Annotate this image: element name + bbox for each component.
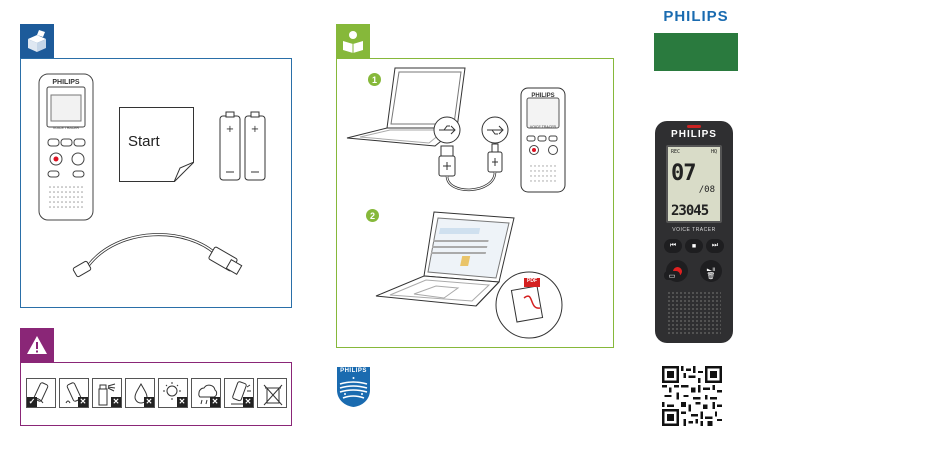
fast-forward-button-icon: ⏭ xyxy=(706,239,724,253)
warning-tile-sun: ✕ xyxy=(158,378,188,408)
connect-usb-illustration xyxy=(345,66,605,196)
warning-tile-cleaning: ✓ xyxy=(26,378,56,408)
delete-button-icon: 🗑 xyxy=(703,271,719,280)
stop-button-icon: ■ xyxy=(685,239,703,253)
crossed-bin-icon xyxy=(258,379,287,408)
warning-tile-rain: ✕ xyxy=(191,378,221,408)
recorder-brand: PHILIPS xyxy=(655,129,733,140)
recorder-model: VOICE TRACER xyxy=(655,227,733,233)
display-rec-indicator: REC xyxy=(671,149,680,155)
pdf-label: PDF xyxy=(524,278,540,284)
cross-icon: ✕ xyxy=(177,397,187,407)
cross-icon: ✕ xyxy=(111,397,121,407)
recorder-outline-drawing xyxy=(38,73,94,221)
rewind-button-icon: ⏮ xyxy=(664,239,682,253)
warning-tile-bin xyxy=(257,378,287,408)
check-icon: ✓ xyxy=(27,397,37,407)
display-file-number: 07 xyxy=(671,161,696,186)
warning-header xyxy=(20,328,54,362)
box-contents-header xyxy=(20,24,54,58)
cross-icon: ✕ xyxy=(210,397,220,407)
warning-tile-water: ✕ xyxy=(59,378,89,408)
cross-icon: ✕ xyxy=(78,397,88,407)
usb-cable-icon xyxy=(68,226,248,286)
speaker-grille xyxy=(667,291,721,335)
connect-header xyxy=(336,24,370,58)
display-quality-indicator: HQ xyxy=(711,149,717,155)
warning-icons-row: ✓ ✕ ✕ ✕ ✕ ✕ xyxy=(26,378,287,408)
philips-logo-text: PHILIPS xyxy=(663,8,728,25)
connect-device-brand: PHILIPS xyxy=(521,93,565,99)
svg-text:+: + xyxy=(226,124,234,135)
batteries-icon: + + xyxy=(218,110,268,182)
open-manual-illustration xyxy=(374,210,574,345)
cross-icon: ✕ xyxy=(243,397,253,407)
device-model-label: VOICE TRACER xyxy=(38,126,94,130)
box-contents-icon xyxy=(24,28,50,54)
record-led xyxy=(687,125,701,128)
warning-tile-drop: ✕ xyxy=(224,378,254,408)
quick-start-card: Start xyxy=(119,107,194,182)
svg-text:+: + xyxy=(251,124,259,135)
philips-brand-tab: PHILIPS xyxy=(654,0,738,71)
display-time: 23045 xyxy=(671,203,708,219)
warning-tile-liquid: ✕ xyxy=(125,378,155,408)
qr-code xyxy=(662,366,722,426)
page-corner-icon xyxy=(174,162,194,182)
connect-device-model: VOICE TRACER xyxy=(521,125,565,129)
folder-button-icon: ▭ xyxy=(664,271,680,280)
reading-person-icon xyxy=(340,28,366,54)
warning-icon xyxy=(25,333,49,357)
warning-tile-spray: ✕ xyxy=(92,378,122,408)
cross-icon: ✕ xyxy=(144,397,154,407)
voice-recorder-photo: PHILIPS REC HQ 07 /08 23045 VOICE TRACER… xyxy=(655,121,733,343)
device-brand-label: PHILIPS xyxy=(38,79,94,86)
philips-logo-area: PHILIPS xyxy=(654,0,738,33)
recorder-display: REC HQ 07 /08 23045 xyxy=(666,145,722,223)
start-card-label: Start xyxy=(128,133,160,150)
display-file-total: /08 xyxy=(699,185,715,195)
shield-text: PHILIPS xyxy=(336,368,371,374)
